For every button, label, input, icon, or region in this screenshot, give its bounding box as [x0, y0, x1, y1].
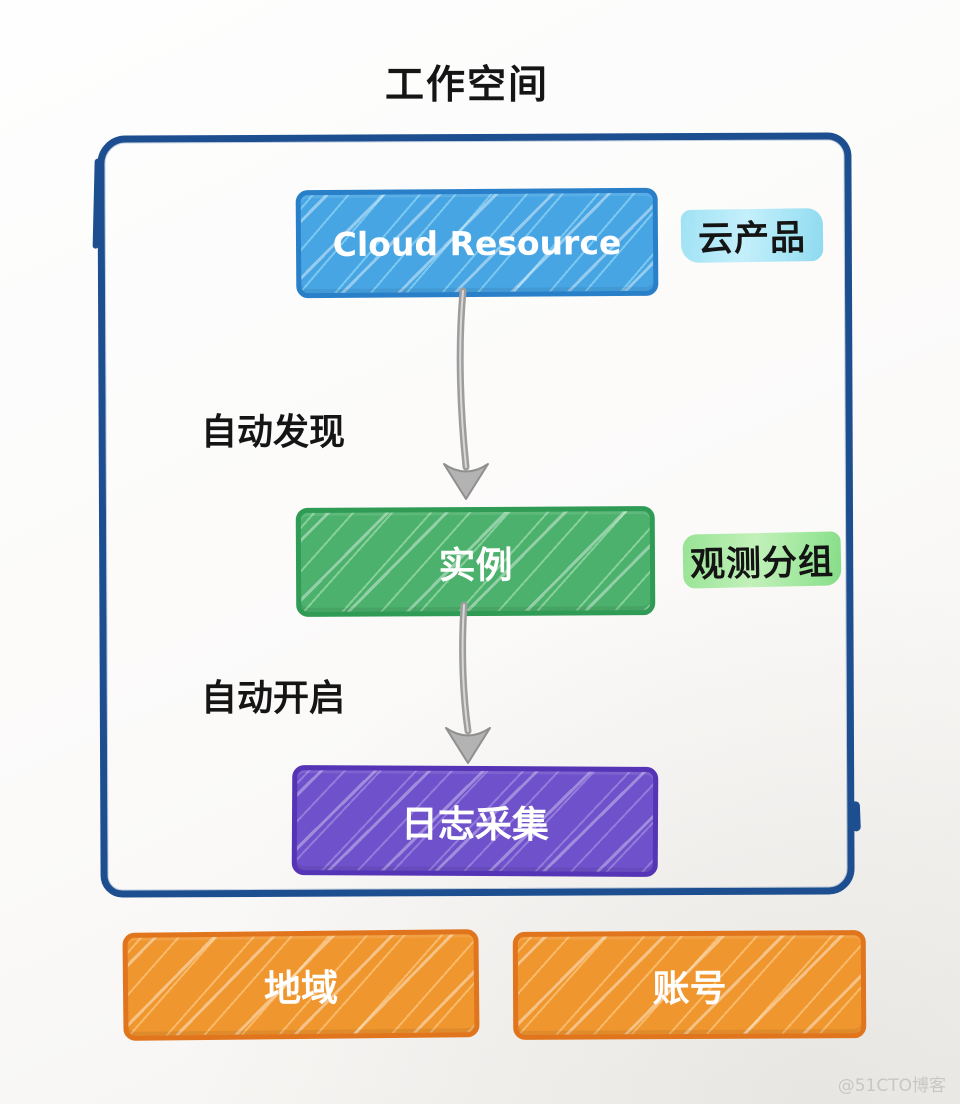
edge-label-auto-discover: 自动发现: [201, 412, 346, 453]
node-log-collection-label: 日志采集: [400, 802, 550, 847]
tag-observe-group-label: 观测分组: [689, 541, 835, 586]
node-region: 地域: [122, 929, 480, 1041]
node-account-label: 账号: [652, 966, 727, 1011]
watermark: @51CTO博客: [837, 1076, 946, 1096]
node-cloud-resource-label: Cloud Resource: [332, 222, 622, 264]
page-title: 工作空间: [384, 63, 549, 108]
node-account: 账号: [512, 930, 867, 1040]
arrow-down-icon: [445, 601, 491, 764]
node-log-collection: 日志采集: [291, 765, 659, 877]
edge-label-auto-enable: 自动开启: [201, 678, 346, 719]
tag-cloud-product-label: 云产品: [697, 218, 807, 260]
node-instance-label: 实例: [438, 543, 513, 587]
node-region-label: 地域: [263, 966, 339, 1011]
arrow-down-icon: [443, 287, 489, 500]
tag-cloud-product: 云产品: [680, 208, 824, 263]
tag-observe-group: 观测分组: [682, 531, 842, 589]
node-cloud-resource: Cloud Resource: [295, 187, 659, 299]
